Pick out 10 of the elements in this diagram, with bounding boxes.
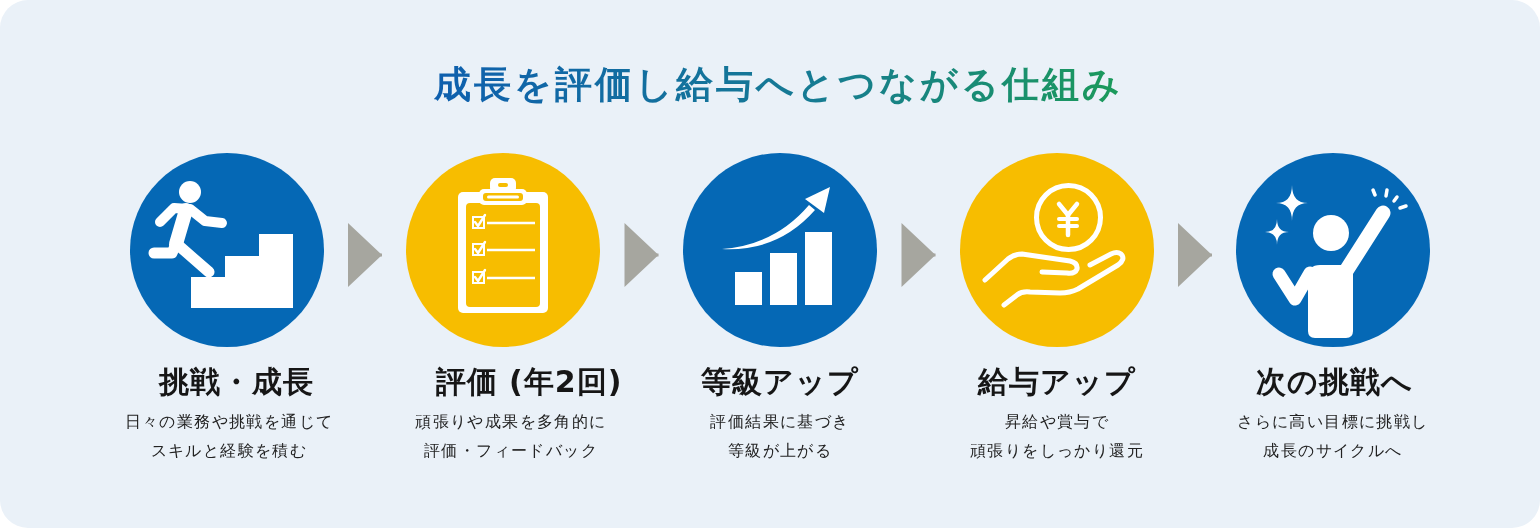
step-heading: 評価 (年2回): [435, 364, 623, 400]
step-description: 頑張りや成果を多角的に評価・フィードバック: [415, 411, 607, 462]
step-description: 日々の業務や挑戦を通じてスキルと経験を積む: [124, 411, 334, 462]
step-heading: 挑戦・成長: [158, 364, 314, 400]
step-heading: 給与アップ: [978, 364, 1136, 400]
step-description: 昇給や賞与で頑張りをしっかり還元: [970, 411, 1144, 462]
step-heading: 等級アップ: [701, 364, 859, 400]
step-heading: 次の挑戦へ: [1255, 364, 1413, 400]
step-description: さらに高い目標に挑戦し成長のサイクルへ: [1237, 411, 1429, 462]
step-description: 評価結果に基づき等級が上がる: [710, 411, 850, 462]
